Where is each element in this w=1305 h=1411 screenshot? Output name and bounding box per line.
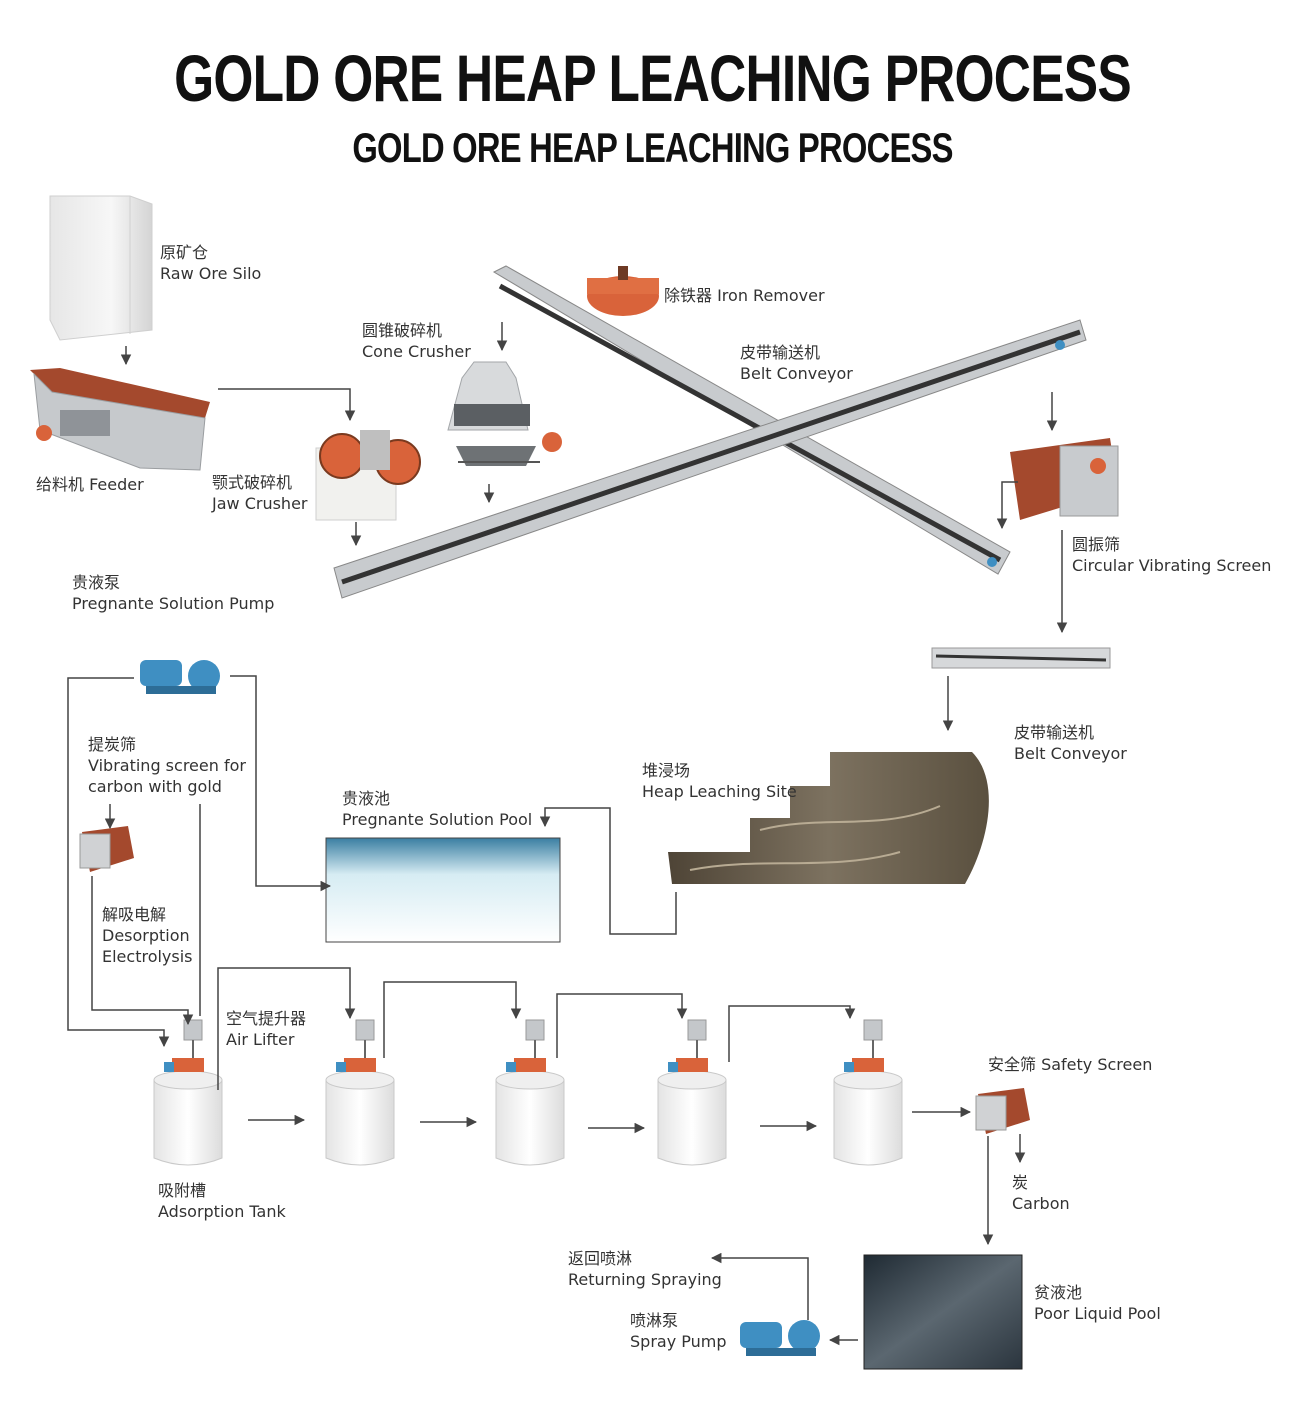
- pregnant-solution-pool-icon: [325, 837, 561, 943]
- circular-vibrating-screen-icon: [1010, 438, 1119, 520]
- flow-lines: [67, 322, 1068, 1346]
- page-title: GOLD ORE HEAP LEACHING PROCESS: [174, 41, 1132, 115]
- belt-conveyor-lower: [931, 647, 1111, 669]
- label-feeder: 给料机 Feeder: [36, 475, 144, 494]
- heap-leaching-site-icon: [668, 752, 989, 884]
- poor-liquid-pool-icon: [863, 1254, 1023, 1370]
- adsorption-tank-icon: [325, 1019, 395, 1166]
- pregnant-solution-pump-icon: [140, 660, 220, 694]
- feeder-icon: [30, 368, 210, 471]
- jaw-crusher-icon: [315, 430, 421, 521]
- iron-remover-icon: [587, 266, 659, 316]
- adsorption-tank-row: [153, 1019, 903, 1166]
- belt-conveyor-crossing: [333, 265, 1087, 599]
- carbon-vibrating-screen-icon: [79, 826, 134, 872]
- adsorption-tank-icon: [833, 1019, 903, 1166]
- label-iron-remover: 除铁器 Iron Remover: [664, 286, 825, 305]
- label-safety-screen: 安全筛 Safety Screen: [988, 1055, 1153, 1074]
- safety-screen-icon: [975, 1088, 1030, 1134]
- adsorption-tank-icon: [657, 1019, 727, 1166]
- cone-crusher-icon: [447, 361, 562, 466]
- raw-ore-silo-icon: [49, 195, 153, 341]
- page-subtitle: GOLD ORE HEAP LEACHING PROCESS: [352, 124, 953, 171]
- spray-pump-icon: [740, 1320, 820, 1356]
- adsorption-tank-icon: [495, 1019, 565, 1166]
